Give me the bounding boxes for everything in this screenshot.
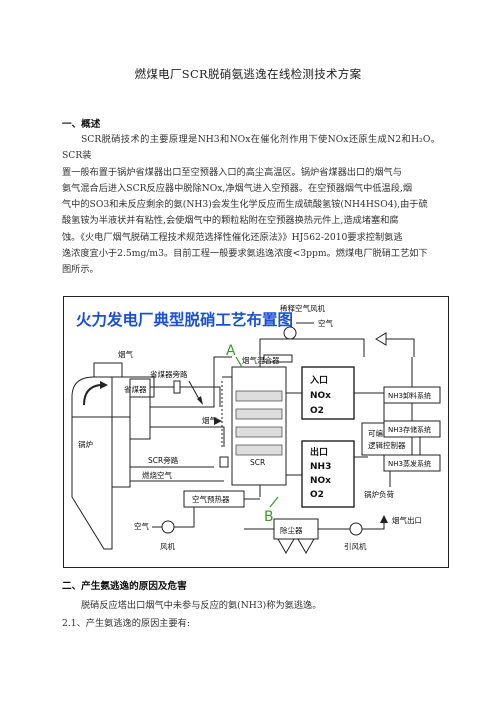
nh3-evaporation-system: NH3蒸发系统 bbox=[388, 459, 431, 468]
scr-reactor bbox=[231, 366, 287, 486]
para-line-1: SCR脱硝技术的主要原理是NH3和NOx在催化剂作用下使NOx还原生成N2和H₂… bbox=[62, 134, 440, 162]
bypass-damper-1 bbox=[173, 380, 181, 394]
para-line-7: 逸浓度宜小于2.5mg/m3。目前工程一般要求氨逃逸浓度<3ppm。燃煤电厂脱硝… bbox=[62, 248, 428, 260]
para-line-4: 气中的SO3和未反应剩余的氨(NH3)会发生化学反应而生成硫酸氢铵(NH4HSO… bbox=[62, 199, 428, 211]
nh3-storage-system: NH3存储系统 bbox=[388, 425, 431, 434]
process-diagram-svg: 火力发电厂典型脱硝工艺布置图 锅炉 烟气 省煤器 省煤器旁路 bbox=[71, 303, 441, 555]
outlet-nh3: NH3 bbox=[310, 462, 331, 472]
para-line-2: 置一般布置于锅炉省煤器出口至空预器入口的高尘高温区。锅炉省煤器出口的烟气与 bbox=[62, 166, 402, 178]
section-2-heading: 二、产生氨逃逸的原因及危害 bbox=[62, 581, 187, 592]
outlet-o2: O2 bbox=[310, 490, 324, 500]
section-1-paragraph: SCR脱硝技术的主要原理是NH3和NOx在催化剂作用下使NOx还原生成N2和H₂… bbox=[62, 132, 440, 279]
point-a-label: A bbox=[226, 343, 236, 359]
para-line-3: 氨气混合后进入SCR反应器中脱除NOx,净烟气进入空预器。在空预器烟气中低温段,… bbox=[62, 182, 413, 194]
document-title: 燃煤电厂SCR脱硝氨逃逸在线检测技术方案 bbox=[134, 67, 362, 81]
outlet-title: 出口 bbox=[310, 446, 328, 458]
label-dilution-fan: 稀释空气风机 bbox=[280, 303, 325, 313]
boiler-block: 锅炉 bbox=[71, 416, 131, 550]
label-scr-bypass: SCR旁路 bbox=[148, 455, 179, 465]
label-flue-gas-left: 烟气 bbox=[118, 349, 133, 359]
section-1-heading: 一、概述 bbox=[62, 119, 101, 130]
nh3-unloading-system: NH3卸料系统 bbox=[388, 391, 431, 400]
process-diagram: 火力发电厂典型脱硝工艺布置图 锅炉 烟气 省煤器 省煤器旁路 bbox=[63, 296, 449, 568]
para-line-8: 图所示。 bbox=[62, 264, 99, 276]
label-air-bottom: 空气 bbox=[134, 521, 149, 531]
fan-icon bbox=[161, 520, 175, 534]
label-economizer: 省煤器 bbox=[124, 384, 147, 394]
inlet-nox: NOx bbox=[310, 391, 331, 401]
inlet-title: 入口 bbox=[309, 375, 328, 386]
label-air-top: 空气 bbox=[318, 318, 333, 328]
flue-gas-mixer-block bbox=[263, 354, 293, 363]
section-2-line-2: 2.1、产生氨逃逸的原因主要有: bbox=[62, 618, 190, 629]
label-flue-gas-mid: 烟气 bbox=[202, 415, 217, 425]
para-line-6: 蚀。《火电厂烟气脱硝工程技术规范选择性催化还原法》》HJ562-2010要求控制… bbox=[62, 231, 403, 243]
label-boiler: 锅炉 bbox=[78, 439, 93, 449]
economizer-block bbox=[129, 378, 151, 440]
inlet-o2: O2 bbox=[310, 406, 324, 416]
scr-damper bbox=[219, 456, 229, 468]
valve-icon bbox=[375, 332, 387, 346]
label-id-fan: 引风机 bbox=[344, 541, 367, 551]
outlet-nox: NOx bbox=[310, 476, 331, 486]
label-air-preheater: 空气预热器 bbox=[192, 494, 230, 504]
plc-controller-box: 可编程 逻辑控制器 bbox=[361, 422, 421, 456]
label-scr: SCR bbox=[250, 458, 265, 467]
label-economizer-bypass: 省煤器旁路 bbox=[150, 369, 188, 379]
outlet-analyzer-box: 出口 NH3 NOx O2 bbox=[301, 440, 355, 508]
point-b-label: B bbox=[264, 509, 274, 525]
label-dust-collector: 除尘器 bbox=[280, 525, 303, 535]
dilution-fan-icon bbox=[283, 326, 297, 340]
label-boiler-load: 锅炉负荷 bbox=[364, 489, 394, 499]
label-flue-gas-mixer: 烟气混合器 bbox=[242, 355, 280, 365]
diagram-title: 火力发电厂典型脱硝工艺布置图 bbox=[76, 310, 293, 329]
label-fan: 风机 bbox=[160, 541, 175, 551]
id-fan-icon bbox=[349, 522, 363, 536]
label-combustion-air: 燃烧空气 bbox=[142, 470, 172, 480]
label-flue-gas-outlet: 烟气出口 bbox=[392, 515, 422, 525]
controller-line-1: 可编程 bbox=[368, 428, 391, 438]
section-2-line-1: 脱硝反应塔出口烟气中未参与反应的氨(NH3)称为氨逃逸。 bbox=[81, 600, 322, 611]
para-line-5: 酸氢铵为半液状并有粘性,会使烟气中的颗粒粘附在空预器换热元件上,造成堵塞和腐 bbox=[62, 215, 399, 227]
nh3-systems: NH3卸料系统 NH3存储系统 NH3蒸发系统 bbox=[383, 357, 441, 472]
dust-collector-block: 除尘器 bbox=[273, 518, 319, 555]
inlet-analyzer-box: 入口 NOx O2 bbox=[301, 366, 355, 420]
controller-line-2: 逻辑控制器 bbox=[368, 440, 406, 450]
catalyst-layers bbox=[235, 390, 283, 456]
